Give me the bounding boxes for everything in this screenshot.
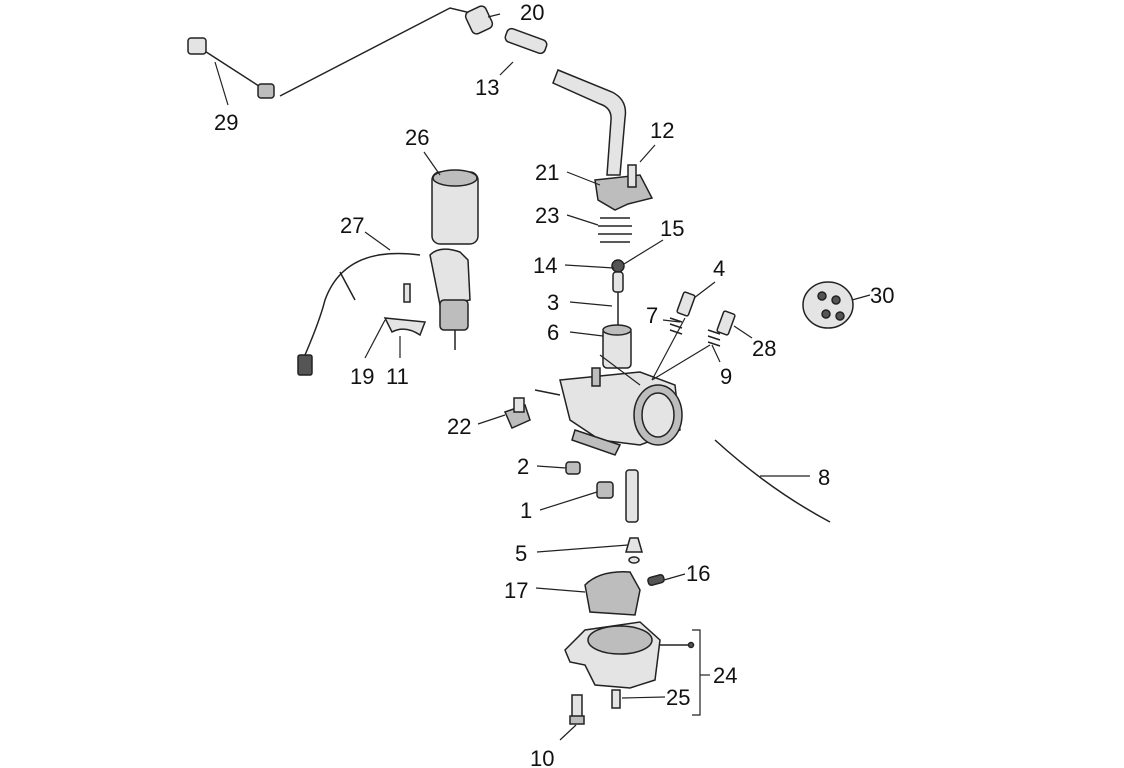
label-5: 5 [515,541,527,566]
part-20-fitting [464,5,494,35]
label-28: 28 [752,336,776,361]
part-13-fuel-hose [504,27,627,176]
label-15: 15 [660,216,684,241]
label-11: 11 [386,364,409,389]
part-2-1-jets [565,461,639,523]
part-27-spark-cable [297,248,471,376]
label-8: 8 [818,465,830,490]
label-7: 7 [646,303,658,328]
label-24: 24 [713,663,737,688]
label-21: 21 [535,160,559,185]
part-5-needle-valve [625,537,643,564]
label-27: 27 [340,213,364,238]
label-12: 12 [650,118,674,143]
label-9: 9 [720,364,732,389]
part-17-float [584,571,641,616]
label-22: 22 [447,414,471,439]
label-10: 10 [530,746,554,768]
part-21-cap [594,164,654,211]
part-labels: 20 13 29 26 12 21 23 15 27 14 4 3 30 7 6… [214,0,894,768]
label-30: 30 [870,283,894,308]
label-16: 16 [686,561,710,586]
label-17: 17 [504,578,528,603]
label-4: 4 [713,256,725,281]
part-6-slide [602,324,632,369]
label-14: 14 [533,253,557,278]
part-8-tube [714,439,831,523]
label-20: 20 [520,0,544,25]
part-26-cap [431,169,479,245]
part-24-float-bowl [564,621,695,689]
leader-lines [214,13,871,741]
part-25-10-screws [569,689,621,725]
label-6: 6 [547,320,559,345]
part-carburetor-body [534,367,683,456]
part-29-cable [187,7,476,99]
label-3: 3 [547,290,559,315]
label-29: 29 [214,110,238,135]
part-14-15-needle [611,259,625,325]
part-4-7-9-28-screws [669,291,736,347]
part-22-screw [503,397,531,429]
part-23-spring [598,217,632,243]
label-23: 23 [535,203,559,228]
label-26: 26 [405,125,429,150]
part-16-pin [647,573,665,587]
part-19-11-clip [383,283,427,337]
label-25: 25 [666,685,690,710]
label-1: 1 [520,498,532,523]
label-2: 2 [517,454,529,479]
part-30-filter-plate [802,281,854,329]
label-13: 13 [475,75,499,100]
label-19: 19 [350,364,374,389]
